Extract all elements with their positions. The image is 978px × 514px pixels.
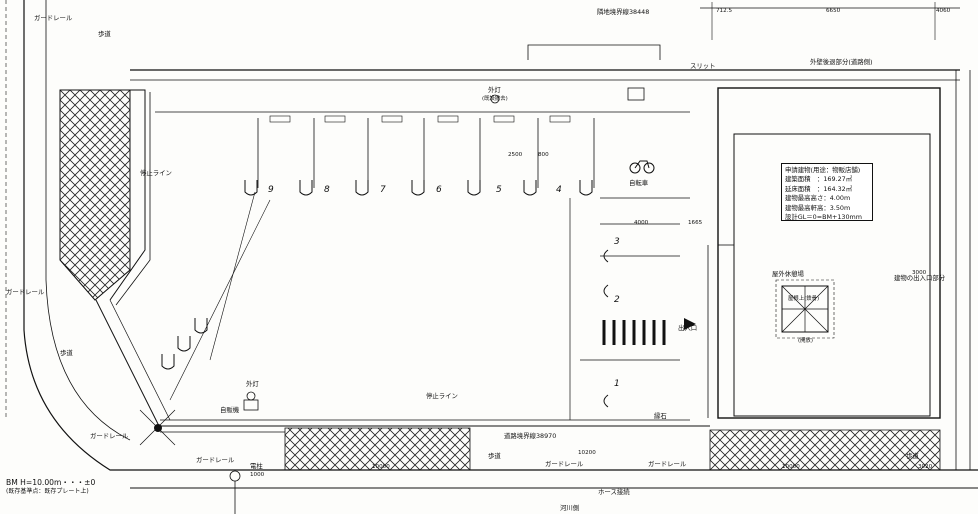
label-stop-line: 停止ライン	[140, 168, 172, 177]
building-info-box: 申請建物(用途：物販店舗) 建築面積 ：169.27㎡ 延床面積 ：164.32…	[781, 163, 873, 221]
parking-number-4: 4	[556, 185, 562, 195]
label-outdoor-light-note: (既設撤去)	[482, 94, 508, 102]
dim-3020: 3020	[918, 464, 933, 470]
label-hose: ホース接続	[598, 487, 630, 496]
label-guardrail-b3: ガードレール	[648, 459, 687, 468]
bicycle-icon	[629, 160, 655, 174]
parking-number-7: 7	[380, 185, 386, 195]
parking-number-1: 1	[614, 379, 620, 389]
parking-area	[155, 111, 690, 421]
label-outdoor-light-2: 外灯	[246, 379, 259, 388]
parking-number-2: 2	[614, 295, 620, 305]
parking-stalls-right	[580, 223, 696, 408]
parking-stalls-upper	[244, 115, 595, 196]
parking-number-6: 6	[436, 185, 442, 195]
parking-number-8: 8	[324, 185, 330, 195]
label-building-entrance: 建物の出入口部分	[894, 273, 946, 282]
parking-number-3: 3	[614, 237, 620, 247]
label-sidewalk-br: 歩道	[906, 451, 919, 460]
left-road	[5, 0, 978, 489]
label-canopy-sub: 屋根上(鉄骨)	[788, 294, 819, 302]
label-guardrail-bottom: ガードレール	[196, 455, 235, 464]
label-outdoor-light: 外灯	[488, 85, 501, 94]
building-info-row: 設計GL＝0=BM+130mm	[785, 213, 863, 222]
label-entrance: 出入口	[678, 323, 697, 332]
label-utility-pole: 電柱	[250, 461, 263, 470]
label-canopy: 屋外休憩場	[772, 269, 805, 278]
building-info-row: 建物最高高さ：4.00m	[785, 194, 851, 203]
benchmark-line1: BM H=10.00m・・・±0	[6, 478, 96, 487]
label-sidewalk-top: 歩道	[98, 29, 111, 38]
dim-4000: 4000	[634, 220, 649, 226]
label-guardrail-bl: ガードレール	[90, 431, 129, 440]
building-info-row: 建物最高軒高：3.50m	[785, 203, 851, 212]
label-building-north: 外壁後退部分(道路側)	[810, 57, 873, 66]
label-sidewalk-left: 歩道	[60, 348, 73, 357]
label-road-boundary-bottom: 道路境界線38970	[504, 431, 556, 440]
dim-3000: 3000	[912, 270, 927, 276]
building-info-title: 申請建物(用途：物販店舗)	[785, 166, 861, 174]
corner-marker	[139, 409, 176, 446]
benchmark-line2: (既存基準点：既存プレート上)	[6, 488, 89, 495]
dim-10000b: 10000	[782, 464, 800, 470]
label-river-side: 河川側	[560, 504, 579, 512]
dim-gap: 800	[538, 152, 549, 158]
dim-space-2500: 2500	[508, 152, 523, 158]
parking-number-9: 9	[268, 185, 274, 195]
bicycle-rack-left	[161, 318, 208, 370]
label-guardrail-top: ガードレール	[34, 13, 73, 22]
top-boundary	[130, 2, 960, 81]
dim-top-left: 712.5	[716, 8, 732, 14]
dim-1665: 1665	[688, 220, 703, 226]
parking-number-5: 5	[496, 185, 502, 195]
building-info-row: 建築面積 ：169.27㎡	[785, 175, 853, 184]
label-canopy-sub2: (開放)	[798, 336, 813, 344]
label-vending-machine: 自販機	[220, 405, 240, 414]
dim-1000: 1000	[250, 472, 265, 478]
label-stop-line-bottom: 停止ライン	[426, 391, 458, 400]
dim-top-mid: 6650	[826, 8, 841, 14]
building	[707, 70, 971, 470]
label-bicycle: 自転車	[629, 178, 649, 187]
label-sidewalk-bottom: 歩道	[488, 451, 501, 460]
planting-area-left	[59, 89, 131, 301]
label-guardrail-left: ガードレール	[6, 287, 45, 296]
label-slit: スリット	[690, 62, 716, 70]
dim-top-right: 4060	[936, 8, 951, 14]
planting-strip-bottom-2	[709, 429, 941, 471]
label-curb: 縁石	[654, 411, 667, 420]
planting-strip-bottom-1	[284, 427, 471, 471]
label-road-boundary-top: 隣地境界線38448	[597, 7, 649, 16]
benchmark-note: BM H=10.00m・・・±0 (既存基準点：既存プレート上)	[6, 478, 95, 496]
dim-10200: 10200	[578, 450, 596, 456]
building-info-row: 延床面積 ：164.32㎡	[785, 184, 853, 193]
dim-10000: 10000	[372, 464, 390, 470]
label-guardrail-b2: ガードレール	[545, 459, 584, 468]
